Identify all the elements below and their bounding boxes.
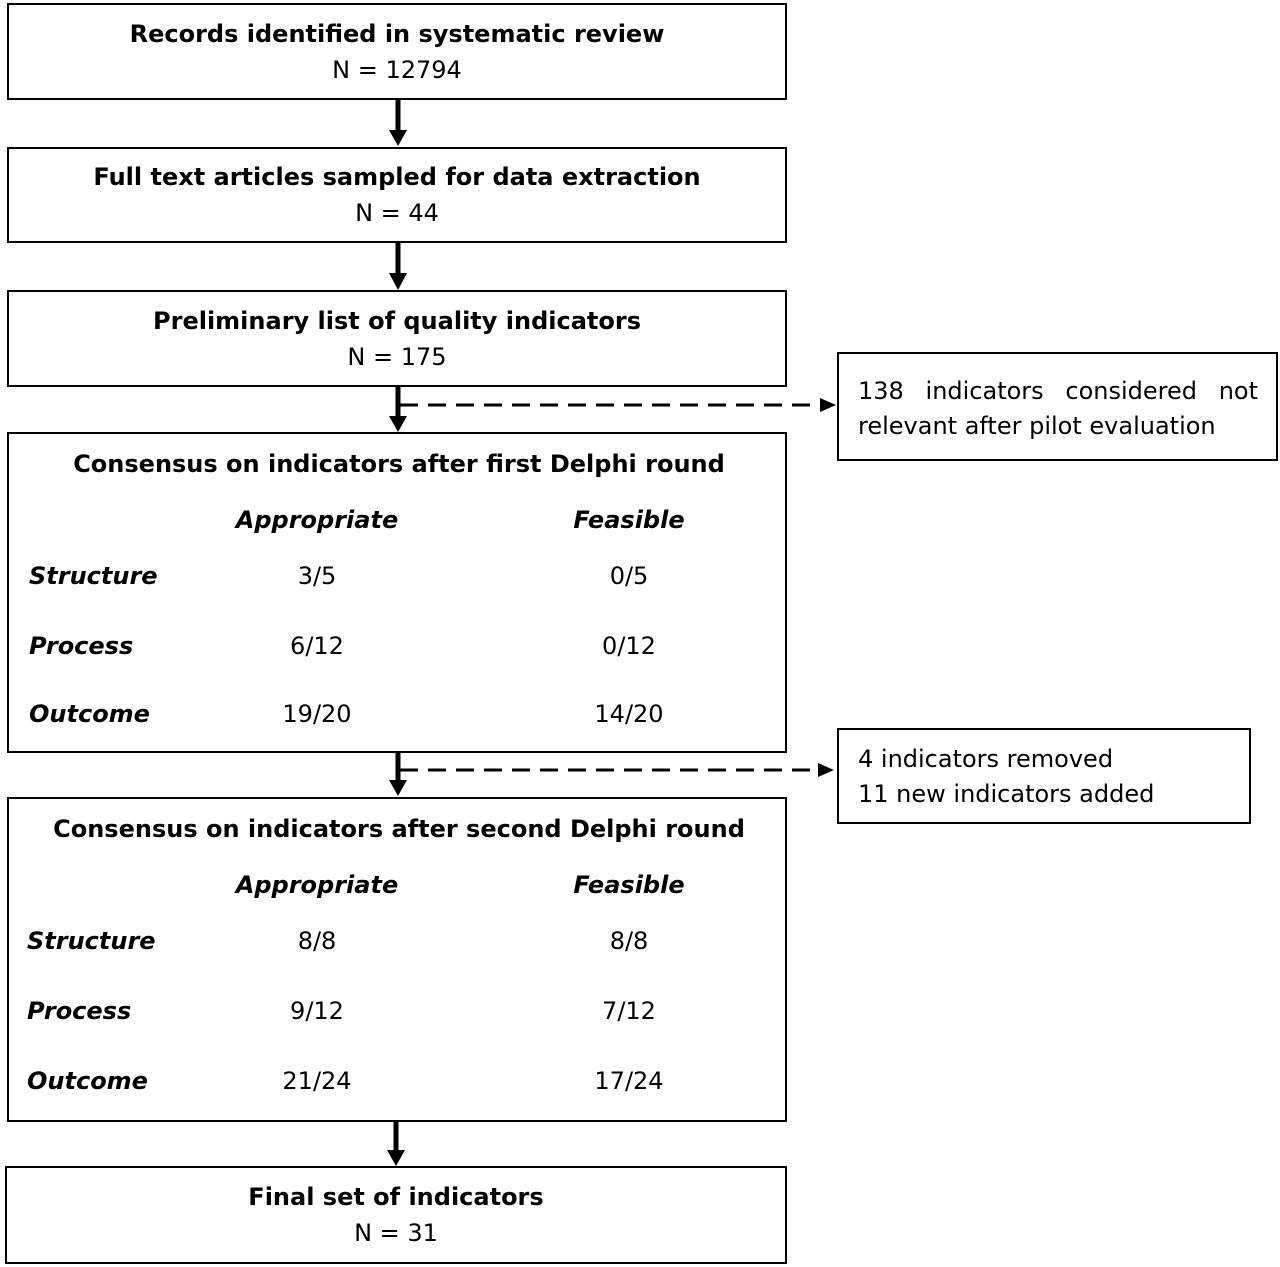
round1-header-appropriate: Appropriate	[235, 506, 399, 534]
records-title: Records identified in systematic review	[129, 19, 665, 48]
pilot-note-box: 138 indicators considered not relevant a…	[837, 352, 1278, 461]
arrow-preliminary-to-round1	[389, 387, 407, 432]
round1-row-structure-label: Structure	[29, 562, 158, 590]
round2-row-structure-label: Structure	[27, 927, 156, 955]
dashed-arrow-to-pilot-note	[400, 398, 836, 412]
round1-process-feasible: 0/12	[602, 632, 656, 660]
round1-outcome-appropriate: 19/20	[282, 700, 352, 728]
preliminary-count: N = 175	[347, 342, 447, 371]
round2-outcome-appropriate: 21/24	[282, 1067, 352, 1095]
changes-note-box: 4 indicators removed 11 new indicators a…	[837, 728, 1251, 824]
round2-process-appropriate: 9/12	[290, 997, 344, 1025]
arrow-records-to-fulltext	[389, 100, 407, 146]
round1-structure-appropriate: 3/5	[297, 562, 337, 590]
pilot-note-text: 138 indicators considered not relevant a…	[858, 377, 1258, 440]
round2-row-outcome-label: Outcome	[27, 1067, 148, 1095]
round1-outcome-feasible: 14/20	[594, 700, 664, 728]
round2-header-feasible: Feasible	[573, 871, 685, 899]
records-box: Records identified in systematic review …	[7, 3, 787, 100]
arrow-fulltext-to-preliminary	[389, 243, 407, 290]
round1-title: Consensus on indicators after first Delp…	[73, 450, 725, 478]
changes-note-added: 11 new indicators added	[858, 780, 1155, 808]
dashed-arrow-to-changes-note	[400, 763, 834, 777]
round2-box: Consensus on indicators after second Del…	[7, 797, 787, 1122]
records-count: N = 12794	[332, 55, 462, 84]
arrow-round2-to-final	[387, 1121, 405, 1166]
preliminary-title: Preliminary list of quality indicators	[153, 306, 641, 335]
round2-outcome-feasible: 17/24	[594, 1067, 664, 1095]
round2-title: Consensus on indicators after second Del…	[53, 815, 745, 843]
round2-header-appropriate: Appropriate	[235, 871, 399, 899]
final-title: Final set of indicators	[248, 1183, 544, 1211]
round1-row-outcome-label: Outcome	[29, 700, 150, 728]
fulltext-title: Full text articles sampled for data extr…	[93, 163, 701, 191]
round1-structure-feasible: 0/5	[609, 562, 649, 590]
round1-process-appropriate: 6/12	[290, 632, 344, 660]
changes-note-removed: 4 indicators removed	[858, 745, 1114, 773]
round2-structure-appropriate: 8/8	[297, 927, 337, 955]
round2-structure-feasible: 8/8	[609, 927, 649, 955]
preliminary-box: Preliminary list of quality indicators N…	[7, 290, 787, 387]
round1-header-feasible: Feasible	[573, 506, 685, 534]
round2-process-feasible: 7/12	[602, 997, 656, 1025]
fulltext-box: Full text articles sampled for data extr…	[7, 147, 787, 243]
final-count: N = 31	[354, 1219, 438, 1247]
final-box: Final set of indicators N = 31	[5, 1166, 787, 1264]
round1-row-process-label: Process	[29, 632, 134, 660]
round2-row-process-label: Process	[27, 997, 132, 1025]
round1-box: Consensus on indicators after first Delp…	[7, 432, 787, 753]
fulltext-count: N = 44	[355, 199, 439, 227]
arrow-round1-to-round2	[389, 752, 407, 796]
